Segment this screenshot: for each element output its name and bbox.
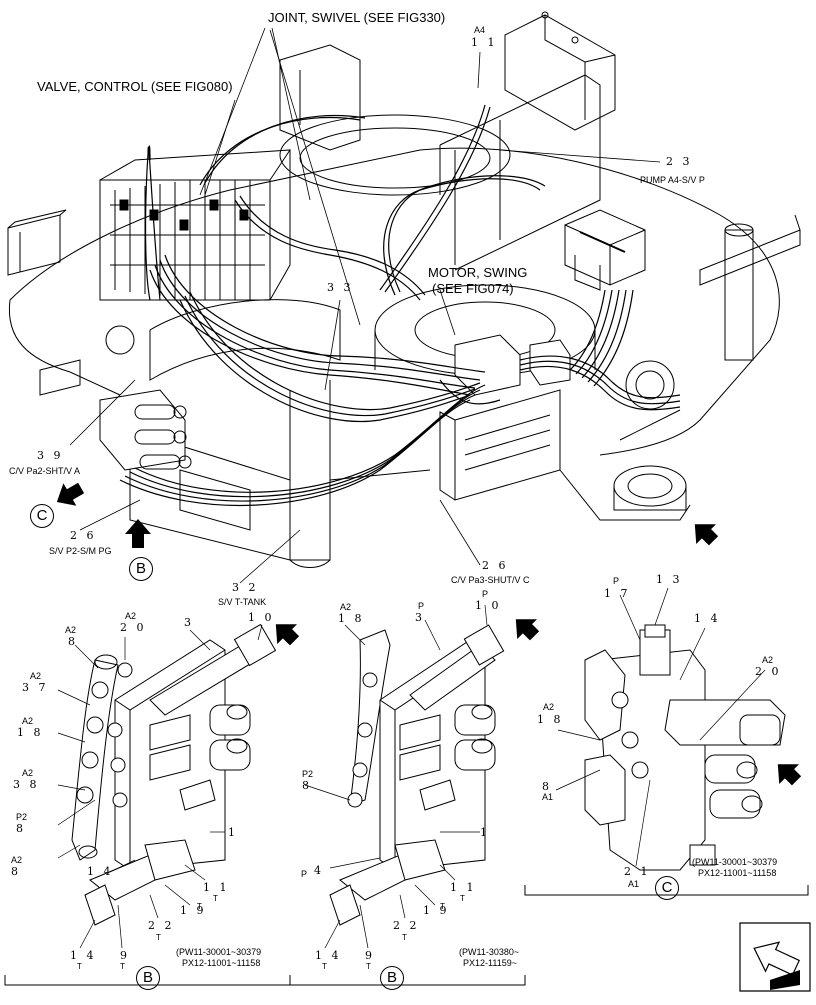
label-33: 3 3 [327, 281, 354, 294]
b2-range-2: PX12-11159~ [463, 958, 517, 968]
b1-label-19: 1 9 [180, 904, 207, 917]
b2-label-11: 1 1 [450, 881, 477, 894]
label-a4: A4 [474, 25, 486, 35]
b1-t-22: T [156, 933, 161, 942]
c-range-1: (PW11-30001~30379 [692, 857, 778, 867]
b1-label-1: 1 [228, 826, 238, 839]
b1-label-8: 8 [68, 635, 78, 648]
label-39: 3 9 [37, 449, 64, 462]
label-32: 3 2 [232, 581, 259, 594]
view-arrows [56, 482, 802, 786]
c-label-a2: A2 [762, 655, 774, 665]
b2-label-p2: P2 [302, 769, 314, 779]
b2-label-p-top: P [482, 589, 489, 599]
b1-label-38: 3 8 [13, 778, 40, 791]
b2-label-p: P [418, 601, 425, 611]
label-pump: PUMP A4-S/V P [640, 175, 705, 185]
b1-label-8b: 8 [16, 822, 26, 835]
c-label-18: 1 8 [537, 713, 564, 726]
b1-range-1: (PW11-30001~30379 [176, 947, 262, 957]
b2-label-19: 1 9 [423, 904, 450, 917]
c-label-14: 1 4 [694, 612, 721, 625]
b2-label-9: 9 [365, 949, 375, 962]
c-label-a1b: A1 [628, 879, 640, 889]
c-label-17: 1 7 [604, 587, 631, 600]
b1-marker: B [136, 966, 160, 990]
b1-label-8c: 8 [11, 865, 21, 878]
motor-swing-callout: MOTOR, SWING [428, 265, 528, 280]
leader-lines [70, 28, 660, 583]
label-sv-p2: S/V P2-S/M PG [49, 546, 112, 556]
upper-frame [8, 12, 800, 568]
b1-label-a2: A2 [65, 625, 77, 635]
b1-t-9: T [120, 962, 125, 971]
c-range-2: PX12-11001~11158 [698, 868, 777, 878]
b1-label-10: 1 0 [248, 611, 275, 624]
valve-control-callout: VALVE, CONTROL (SEE FIG080) [37, 79, 233, 94]
label-26-right: 2 6 [482, 559, 509, 572]
b2-label-3: 3 [415, 611, 425, 624]
b2-label-a2: A2 [340, 602, 352, 612]
view-c-marker: C [30, 504, 54, 528]
b2-label-4: 4 [314, 864, 324, 877]
label-cv-pa3: C/V Pa3-SHUT/V C [451, 575, 530, 585]
hose-bundle [120, 105, 680, 505]
b1-label-37: 3 7 [22, 681, 49, 694]
label-cv-pa2: C/V Pa2-SHT/V A [9, 466, 81, 476]
b1-label-14b: 1 4 [70, 949, 97, 962]
b2-marker: B [380, 966, 404, 990]
joint-swivel-callout: JOINT, SWIVEL (SEE FIG330) [268, 10, 446, 25]
label-23: 2 3 [666, 155, 693, 168]
b2-label-14: 1 4 [315, 949, 342, 962]
c-label-20: 2 0 [755, 665, 782, 678]
b2-label-18: 1 8 [338, 612, 365, 625]
direction-arrow-box [740, 923, 810, 991]
b1-label-a2c: A2 [22, 716, 34, 726]
b1-label-9: 9 [120, 949, 130, 962]
c-label-21: 2 1 [624, 865, 651, 878]
c-label-a1: A1 [542, 792, 554, 802]
b1-label-a2d: A2 [22, 768, 34, 778]
c-label-a2b: A2 [543, 702, 555, 712]
b1-label-11: 1 1 [203, 881, 230, 894]
b2-label-22: 2 2 [393, 919, 420, 932]
b1-label-22: 2 2 [148, 919, 175, 932]
b1-label-a2e: A2 [11, 855, 23, 865]
c-marker: C [655, 876, 679, 900]
b1-t-11: T [213, 894, 218, 903]
c-label-8: 8 [542, 780, 552, 793]
label-sv-t: S/V T-TANK [218, 597, 267, 607]
b1-t-14: T [77, 962, 82, 971]
b1-label-14: 1 4 [87, 865, 114, 878]
b2-t-14: T [322, 962, 327, 971]
b1-label-20: 2 0 [120, 621, 147, 634]
b2-t-9: T [366, 962, 371, 971]
b1-t-19: T [197, 902, 202, 911]
b1-label-p2: P2 [16, 812, 28, 822]
b2-label-1: 1 [480, 826, 490, 839]
view-c-drawing [556, 588, 785, 870]
motor-swing-ref: (SEE FIG074) [432, 281, 514, 296]
c-label-13: 1 3 [656, 573, 683, 586]
label-26-left: 2 6 [70, 529, 97, 542]
b1-label-18: 1 8 [17, 726, 44, 739]
b1-range-2: PX12-11001~11158 [182, 958, 261, 968]
b1-label-a2b: A2 [30, 671, 42, 681]
view-b1-drawing [58, 625, 275, 948]
b2-label-pi: P [301, 869, 308, 879]
b2-range-1: (PW11-30380~ [459, 947, 520, 957]
b2-label-10: 1 0 [475, 599, 502, 612]
label-11-top: 1 1 [471, 36, 498, 49]
c-label-p: P [613, 576, 620, 586]
b2-t-19: T [440, 902, 445, 911]
b2-t-22: T [402, 933, 407, 942]
b1-label-a2-top: A2 [125, 611, 137, 621]
b2-label-8: 8 [302, 779, 312, 792]
b1-label-3: 3 [184, 616, 194, 629]
b2-t-11: T [460, 894, 465, 903]
view-b-marker: B [129, 557, 153, 581]
view-b2-drawing [305, 605, 504, 948]
